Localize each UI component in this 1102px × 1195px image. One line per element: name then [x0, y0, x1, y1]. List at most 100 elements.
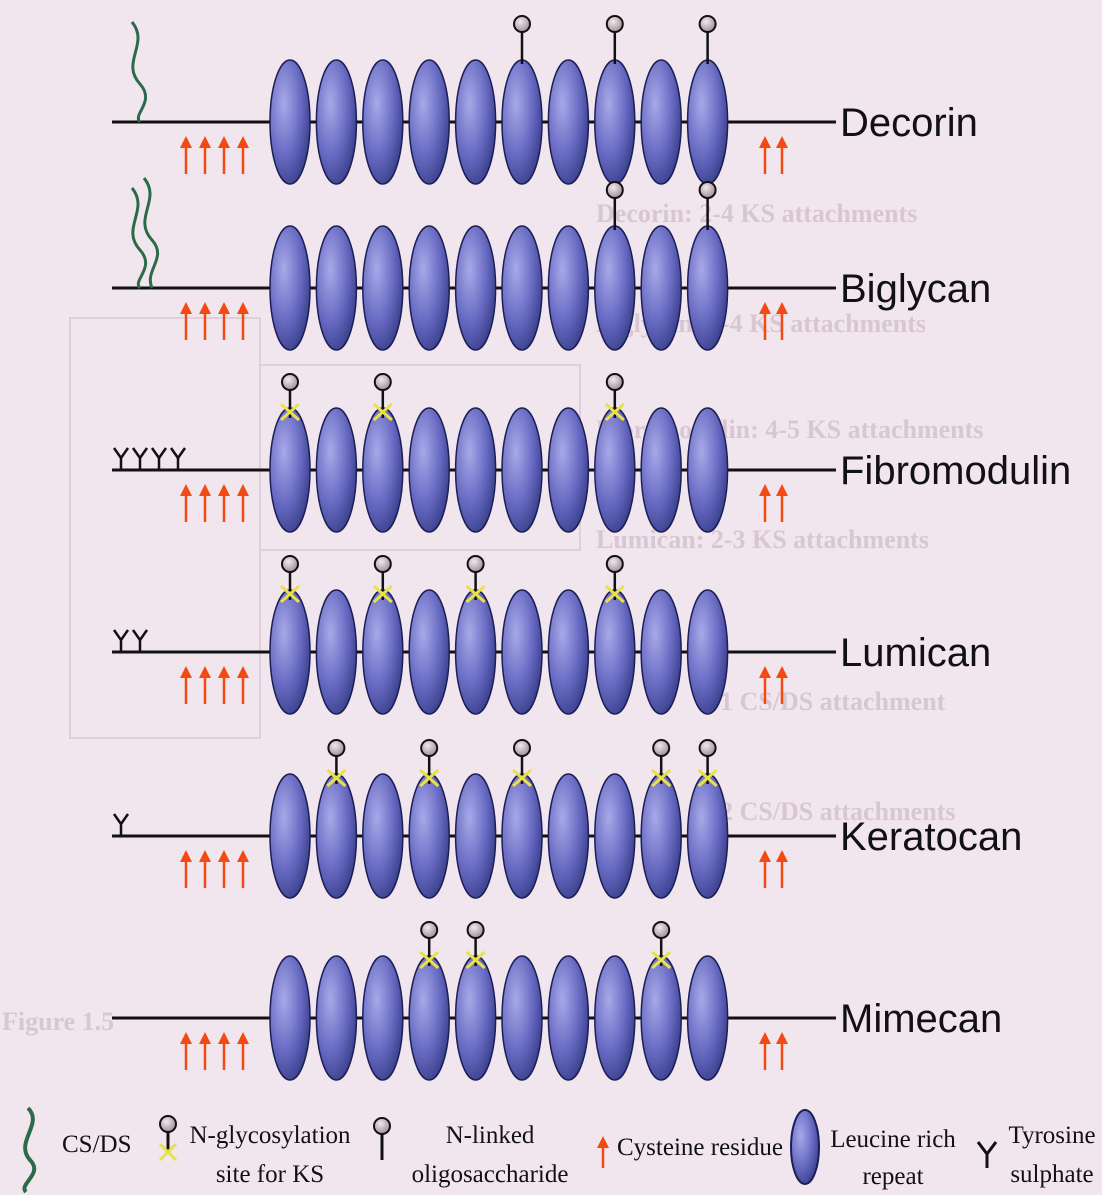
- cysteine-arrow: [218, 850, 230, 888]
- leucine-rich-repeat: [456, 60, 496, 184]
- legend-n-glyc-line2: site for KS: [216, 1161, 324, 1188]
- leucine-rich-repeat: [641, 226, 681, 350]
- leucine-rich-repeat: [502, 60, 542, 184]
- leucine-rich-repeat: [548, 774, 588, 898]
- leucine-rich-repeat: [270, 60, 310, 184]
- legend-lrr-line1: Leucine rich: [830, 1126, 956, 1153]
- protein-name-label: Biglycan: [840, 267, 991, 311]
- leucine-rich-repeat-legend-icon: [791, 1110, 819, 1184]
- leucine-rich-repeat: [363, 226, 403, 350]
- tyrosine-sulphate-icon: [114, 814, 128, 836]
- ghost-text-4: Lumican: 2-3 KS attachments: [596, 525, 929, 554]
- cysteine-arrow: [180, 666, 192, 704]
- leucine-rich-repeat: [270, 408, 310, 532]
- legend-tyr-line1: Tyrosine: [1008, 1122, 1095, 1149]
- cysteine-arrow: [776, 1032, 788, 1070]
- cysteine-arrow: [237, 666, 249, 704]
- legend-n-linked-line1: N-linked: [446, 1122, 535, 1149]
- tyrosine-sulphate-icon: [133, 448, 147, 470]
- protein-row-mimecan: Mimecan: [112, 922, 1002, 1080]
- legend-cs-ds-label: CS/DS: [62, 1131, 131, 1158]
- ghost-text-5: 1 CS/DS attachment: [720, 687, 946, 716]
- legend-n-glyc-line1: N-glycosylation: [189, 1122, 351, 1149]
- tyrosine-sulphate-legend-icon: [978, 1142, 996, 1168]
- leucine-rich-repeat: [548, 226, 588, 350]
- leucine-rich-repeat: [595, 956, 635, 1080]
- leucine-rich-repeat: [270, 956, 310, 1080]
- leucine-rich-repeat: [688, 590, 728, 714]
- leucine-rich-repeat: [363, 60, 403, 184]
- leucine-rich-repeat: [688, 774, 728, 898]
- leucine-rich-repeat: [456, 590, 496, 714]
- leucine-rich-repeat: [595, 226, 635, 350]
- cysteine-arrow: [776, 484, 788, 522]
- leucine-rich-repeat: [409, 956, 449, 1080]
- cysteine-arrow: [199, 302, 211, 340]
- cysteine-arrow: [199, 666, 211, 704]
- cysteine-arrow: [218, 666, 230, 704]
- leucine-rich-repeat: [688, 408, 728, 532]
- n-linked-oligosaccharide-legend-icon: [374, 1118, 390, 1160]
- n-linked-oligosaccharide-icon: [700, 16, 716, 64]
- n-glycosylation-legend-icon: [160, 1116, 176, 1160]
- leucine-rich-repeat: [688, 956, 728, 1080]
- protein-name-label: Fibromodulin: [840, 449, 1071, 493]
- leucine-rich-repeat: [409, 590, 449, 714]
- leucine-rich-repeat: [548, 60, 588, 184]
- leucine-rich-repeat: [316, 226, 356, 350]
- cysteine-arrow: [218, 136, 230, 174]
- ghost-text-7: Figure 1.5: [2, 1007, 114, 1036]
- cysteine-arrow: [218, 302, 230, 340]
- leucine-rich-repeat: [502, 408, 542, 532]
- leucine-rich-repeat: [502, 956, 542, 1080]
- cysteine-arrow: [776, 850, 788, 888]
- leucine-rich-repeat: [456, 774, 496, 898]
- leucine-rich-repeat: [409, 408, 449, 532]
- cysteine-arrow: [237, 850, 249, 888]
- protein-name-label: Lumican: [840, 631, 991, 675]
- protein-row-keratocan: Keratocan: [112, 740, 1022, 898]
- cysteine-arrow: [180, 302, 192, 340]
- leucine-rich-repeat: [363, 956, 403, 1080]
- n-linked-oligosaccharide-icon: [514, 16, 530, 64]
- cs-ds-chain: [132, 188, 146, 288]
- leucine-rich-repeat: [641, 408, 681, 532]
- cysteine-arrow: [237, 1032, 249, 1070]
- cysteine-arrow: [237, 484, 249, 522]
- leucine-rich-repeat: [316, 408, 356, 532]
- leucine-rich-repeat: [270, 590, 310, 714]
- leucine-rich-repeat: [409, 226, 449, 350]
- protein-row-decorin: Decorin: [112, 16, 978, 184]
- leucine-rich-repeat: [502, 774, 542, 898]
- cysteine-arrow: [759, 484, 771, 522]
- tyrosine-sulphate-icon: [114, 448, 128, 470]
- leucine-rich-repeat: [502, 226, 542, 350]
- protein-name-label: Decorin: [840, 101, 978, 145]
- leucine-rich-repeat: [595, 408, 635, 532]
- cysteine-arrow: [759, 850, 771, 888]
- cysteine-arrow: [776, 136, 788, 174]
- leucine-rich-repeat: [688, 60, 728, 184]
- cysteine-arrow: [199, 850, 211, 888]
- leucine-rich-repeat: [316, 60, 356, 184]
- cysteine-arrow: [237, 302, 249, 340]
- leucine-rich-repeat: [548, 956, 588, 1080]
- tyrosine-sulphate-icon: [114, 630, 128, 652]
- cysteine-arrow: [180, 850, 192, 888]
- tyrosine-sulphate-icon: [133, 630, 147, 652]
- cs-ds-chain: [144, 178, 158, 288]
- protein-row-fibromodulin: Fibromodulin: [112, 374, 1071, 532]
- cysteine-arrow: [759, 136, 771, 174]
- legend-lrr-line2: repeat: [862, 1163, 923, 1190]
- cysteine-arrow: [199, 484, 211, 522]
- leucine-rich-repeat: [363, 408, 403, 532]
- leucine-rich-repeat: [363, 774, 403, 898]
- cysteine-arrow: [199, 136, 211, 174]
- leucine-rich-repeat: [688, 226, 728, 350]
- cysteine-arrow: [180, 136, 192, 174]
- cysteine-arrow: [759, 1032, 771, 1070]
- ghost-box: [70, 318, 260, 738]
- legend: CS/DS N-glycosylation site for KS N-link…: [24, 1108, 1095, 1192]
- tyrosine-sulphate-icon: [152, 448, 166, 470]
